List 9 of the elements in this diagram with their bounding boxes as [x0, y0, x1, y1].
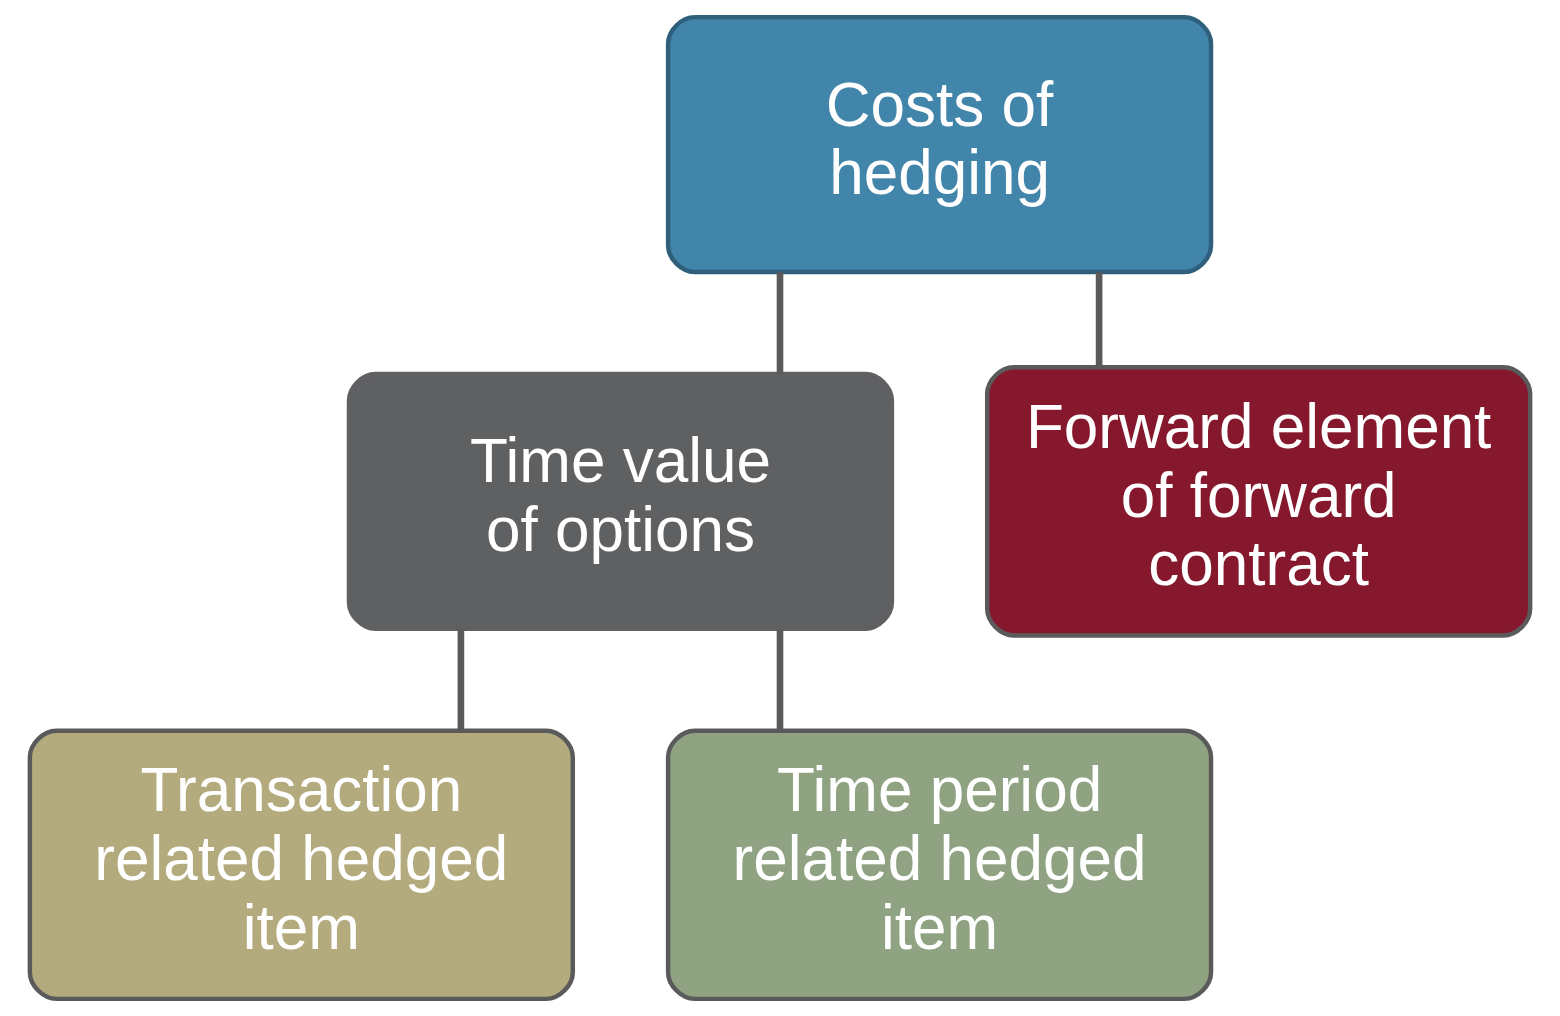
- node-box: Transaction related hedged item: [27, 728, 575, 1002]
- connector: [776, 272, 784, 374]
- node-box: Time period related hedged item: [665, 728, 1214, 1002]
- connector: [776, 629, 784, 731]
- connector: [1095, 272, 1103, 368]
- connector: [457, 629, 465, 731]
- node-box: Forward element of forward contract: [985, 365, 1533, 638]
- node-box: Time value of options: [346, 371, 895, 631]
- node-box: Costs of hedging: [665, 14, 1214, 275]
